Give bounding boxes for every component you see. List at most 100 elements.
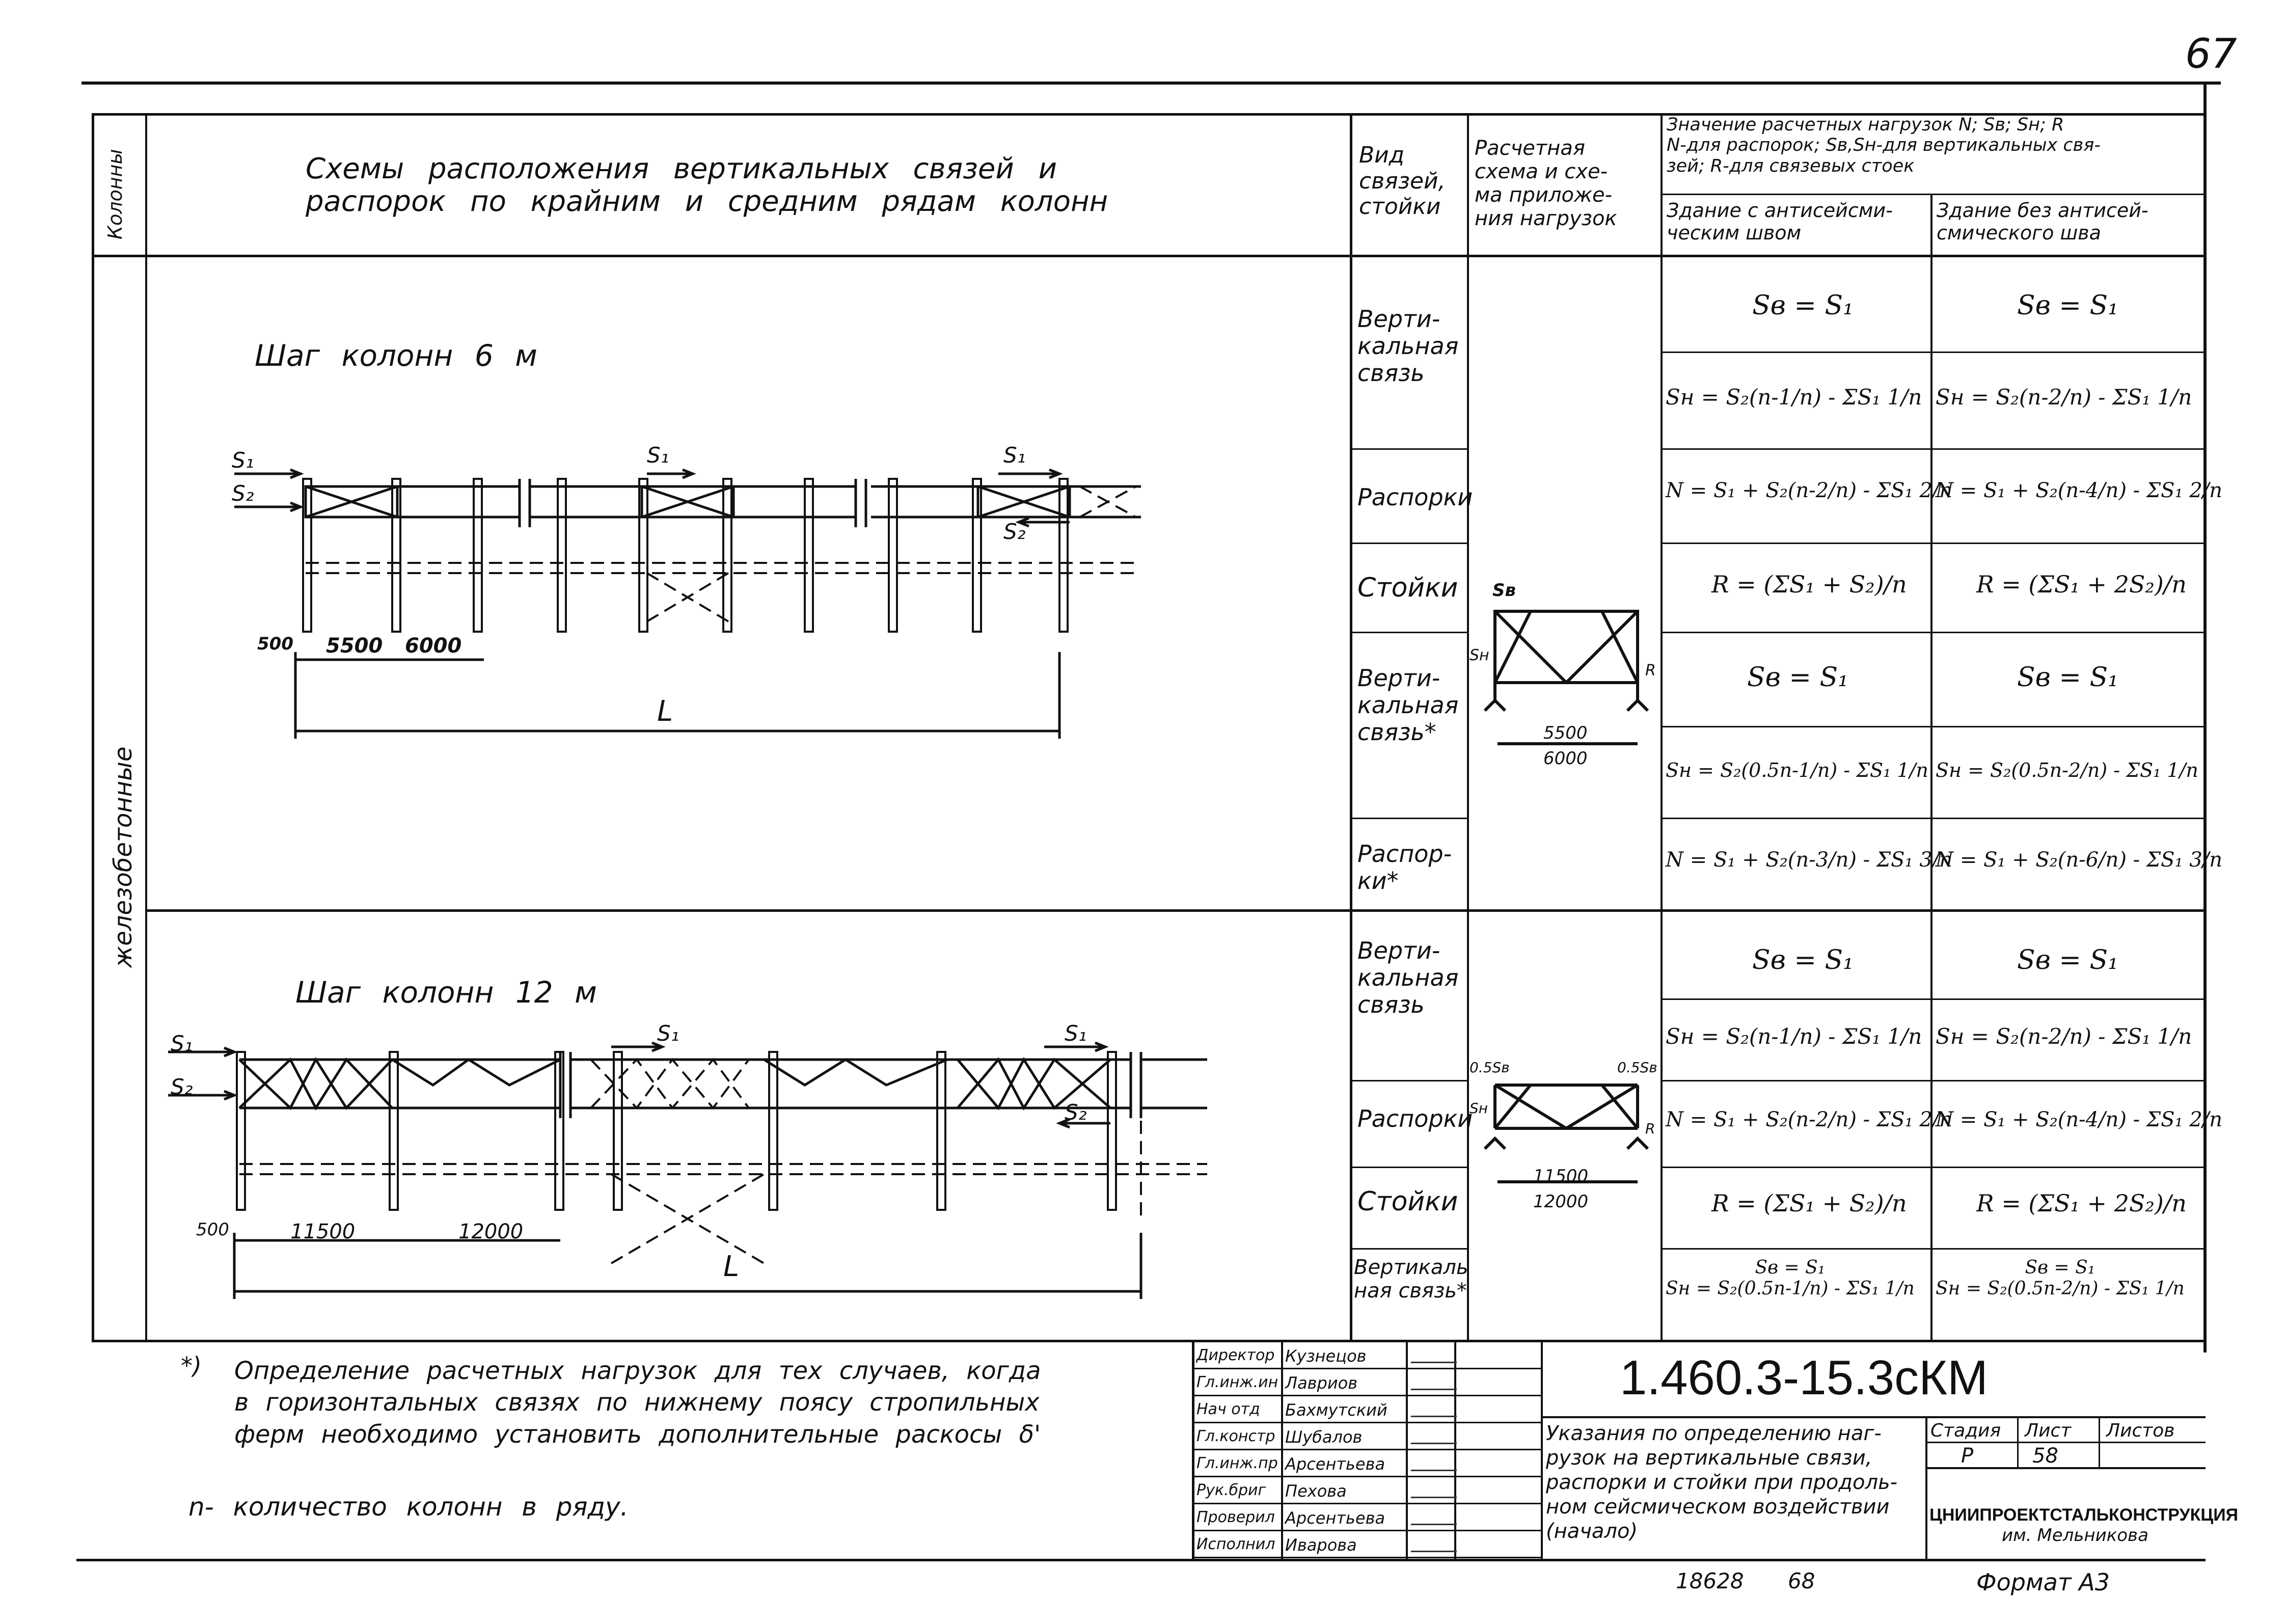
row-line bbox=[1350, 818, 1467, 819]
signature-name: Лавриов bbox=[1285, 1373, 1358, 1393]
scheme6-dim-6000: 6000 bbox=[405, 634, 462, 658]
top-rule bbox=[81, 82, 2221, 85]
column-material-label: железобетонные bbox=[109, 746, 138, 968]
formula-cell: N = S₁ + S₂(n-2/n) - ΣS₁ 2/n bbox=[1666, 1108, 1953, 1131]
header-schemes: Схемы расположения вертикальных связей и… bbox=[306, 152, 1108, 219]
scheme6-drawing bbox=[234, 468, 1141, 739]
header-type: Вид связей, стойки bbox=[1359, 142, 1446, 220]
footnote-text: Определение расчетных нагрузок для тех с… bbox=[234, 1357, 1041, 1449]
signature-scribble-icon bbox=[1410, 1374, 1462, 1390]
calc2-sv-right: 0.5Sв bbox=[1617, 1059, 1657, 1076]
header-with-joint: Здание с антисейсми- ческим швом bbox=[1667, 199, 1893, 244]
formula-cell: N = S₁ + S₂(n-3/n) - ΣS₁ 3/n bbox=[1666, 848, 1953, 872]
tb-line bbox=[1925, 1442, 2206, 1443]
scheme6-title: Шаг колонн 6 м bbox=[255, 338, 537, 373]
scheme12-dim-11500: 11500 bbox=[290, 1220, 356, 1243]
formula-cell: R = (ΣS₁ + 2S₂)/n bbox=[1976, 571, 2187, 598]
divider-col1 bbox=[145, 113, 147, 1341]
scheme6-dim-L: L bbox=[657, 695, 673, 728]
row-line bbox=[1661, 726, 2206, 727]
row-line bbox=[1661, 632, 2206, 633]
sheet-label: Лист bbox=[2025, 1420, 2072, 1441]
calc1-dim-top: 5500 bbox=[1543, 723, 1588, 743]
scheme12-s1: S₁ bbox=[171, 1031, 193, 1056]
row-line bbox=[1350, 1080, 1467, 1081]
frame-right bbox=[2203, 82, 2207, 1352]
row-line bbox=[1350, 543, 1467, 544]
calc2-sv-left: 0.5Sв bbox=[1469, 1059, 1510, 1076]
formula-cell: Sн = S₂(0.5n-1/n) - ΣS₁ 1/n bbox=[1666, 759, 1928, 781]
signature-name: Шубалов bbox=[1285, 1427, 1363, 1447]
page-mark: 67 bbox=[2185, 30, 2237, 77]
formula-cell: Sв = S₁ bbox=[2017, 290, 2118, 321]
signature-scribble-icon bbox=[1410, 1455, 1462, 1471]
type-struts-star: Распор- ки* bbox=[1357, 840, 1452, 895]
signature-row: Гл.констр Шубалов bbox=[1194, 1423, 1541, 1450]
formula-cell: N = S₁ + S₂(n-6/n) - ΣS₁ 3/n bbox=[1936, 848, 2223, 872]
formula-cell: Sн = S₂(n-1/n) - ΣS₁ 1/n bbox=[1666, 1024, 1922, 1049]
signature-scribble-icon bbox=[1410, 1482, 1462, 1498]
formula-cell: Sв = S₁ Sн = S₂(0.5n-1/n) - ΣS₁ 1/n bbox=[1666, 1257, 1915, 1299]
signature-role: Гл.констр bbox=[1196, 1427, 1275, 1445]
scheme6-s1-right: S₁ bbox=[1003, 443, 1026, 468]
formula-cell: Sв = S₁ bbox=[1752, 290, 1854, 321]
scheme6-s2-right: S₂ bbox=[1003, 519, 1026, 544]
formula-cell: Sн = S₂(n-1/n) - ΣS₁ 1/n bbox=[1666, 385, 1922, 410]
header-subline bbox=[1661, 194, 2206, 195]
row-line bbox=[1661, 818, 2206, 819]
tb-line bbox=[1925, 1416, 1927, 1559]
divider-col3 bbox=[1467, 113, 1469, 1341]
formula-cell: Sн = S₂(0.5n-2/n) - ΣS₁ 1/n bbox=[1936, 759, 2198, 781]
signature-scribble-icon bbox=[1410, 1428, 1462, 1444]
scheme6-s1-mid: S₁ bbox=[647, 443, 669, 468]
stage-label: Стадия bbox=[1930, 1420, 2001, 1441]
frame-bottom bbox=[76, 1559, 2206, 1561]
formula-cell: R = (ΣS₁ + 2S₂)/n bbox=[1976, 1189, 2187, 1217]
signature-role: Директор bbox=[1196, 1346, 1275, 1364]
calc1-sv: Sв bbox=[1492, 580, 1516, 601]
row-line bbox=[1661, 1080, 2206, 1081]
tb-line bbox=[1925, 1467, 2206, 1469]
formula-cell: Sв = S₁ Sн = S₂(0.5n-2/n) - ΣS₁ 1/n bbox=[1936, 1257, 2185, 1299]
scheme6-dim-500: 500 bbox=[257, 634, 293, 654]
scheme12-s2-right: S₂ bbox=[1065, 1100, 1087, 1125]
formula-cell: N = S₁ + S₂(n-4/n) - ΣS₁ 2/n bbox=[1936, 479, 2223, 502]
scheme12-drawing bbox=[168, 1041, 1207, 1299]
signature-name: Бахмутский bbox=[1285, 1400, 1387, 1420]
scheme6-s1: S₁ bbox=[232, 448, 254, 473]
calc1-r: R bbox=[1645, 662, 1656, 680]
row-line bbox=[1350, 1248, 1467, 1250]
tb-line bbox=[2017, 1416, 2019, 1467]
signature-name: Пехова bbox=[1285, 1481, 1347, 1501]
signature-scribble-icon bbox=[1410, 1347, 1462, 1363]
row-line bbox=[1661, 448, 2206, 450]
calc2-dim-bot: 12000 bbox=[1533, 1192, 1589, 1212]
signature-role: Гл.инж.пр bbox=[1196, 1454, 1278, 1472]
header-values: Значение расчетных нагрузок N; Sв; Sн; R… bbox=[1667, 115, 2101, 176]
signature-scribble-icon bbox=[1410, 1401, 1462, 1417]
row-line bbox=[1350, 1167, 1467, 1168]
divider-col2 bbox=[1350, 113, 1352, 1341]
signature-role: Нач отд bbox=[1196, 1400, 1260, 1418]
footnote-mark: *) bbox=[181, 1352, 202, 1379]
formula-cell: Sв = S₁ bbox=[1747, 662, 1848, 693]
signature-row: Нач отд Бахмутский bbox=[1194, 1396, 1541, 1423]
header-columns: Колонны bbox=[104, 149, 126, 239]
formula-cell: R = (ΣS₁ + S₂)/n bbox=[1711, 571, 1907, 598]
scheme12-s1-right: S₁ bbox=[1065, 1021, 1087, 1046]
calc2-r: R bbox=[1645, 1120, 1655, 1137]
formula-cell: N = S₁ + S₂(n-2/n) - ΣS₁ 2/n bbox=[1666, 479, 1953, 502]
signature-role: Проверил bbox=[1196, 1508, 1275, 1526]
calc2-dim-top: 11500 bbox=[1533, 1166, 1589, 1186]
tb-line bbox=[2099, 1416, 2100, 1467]
scheme-separator bbox=[145, 909, 2206, 912]
row-line bbox=[1350, 632, 1467, 633]
scheme6-s2: S₂ bbox=[232, 481, 254, 506]
frame-left bbox=[92, 113, 94, 1341]
inventory-number: 18628 bbox=[1676, 1568, 1744, 1593]
